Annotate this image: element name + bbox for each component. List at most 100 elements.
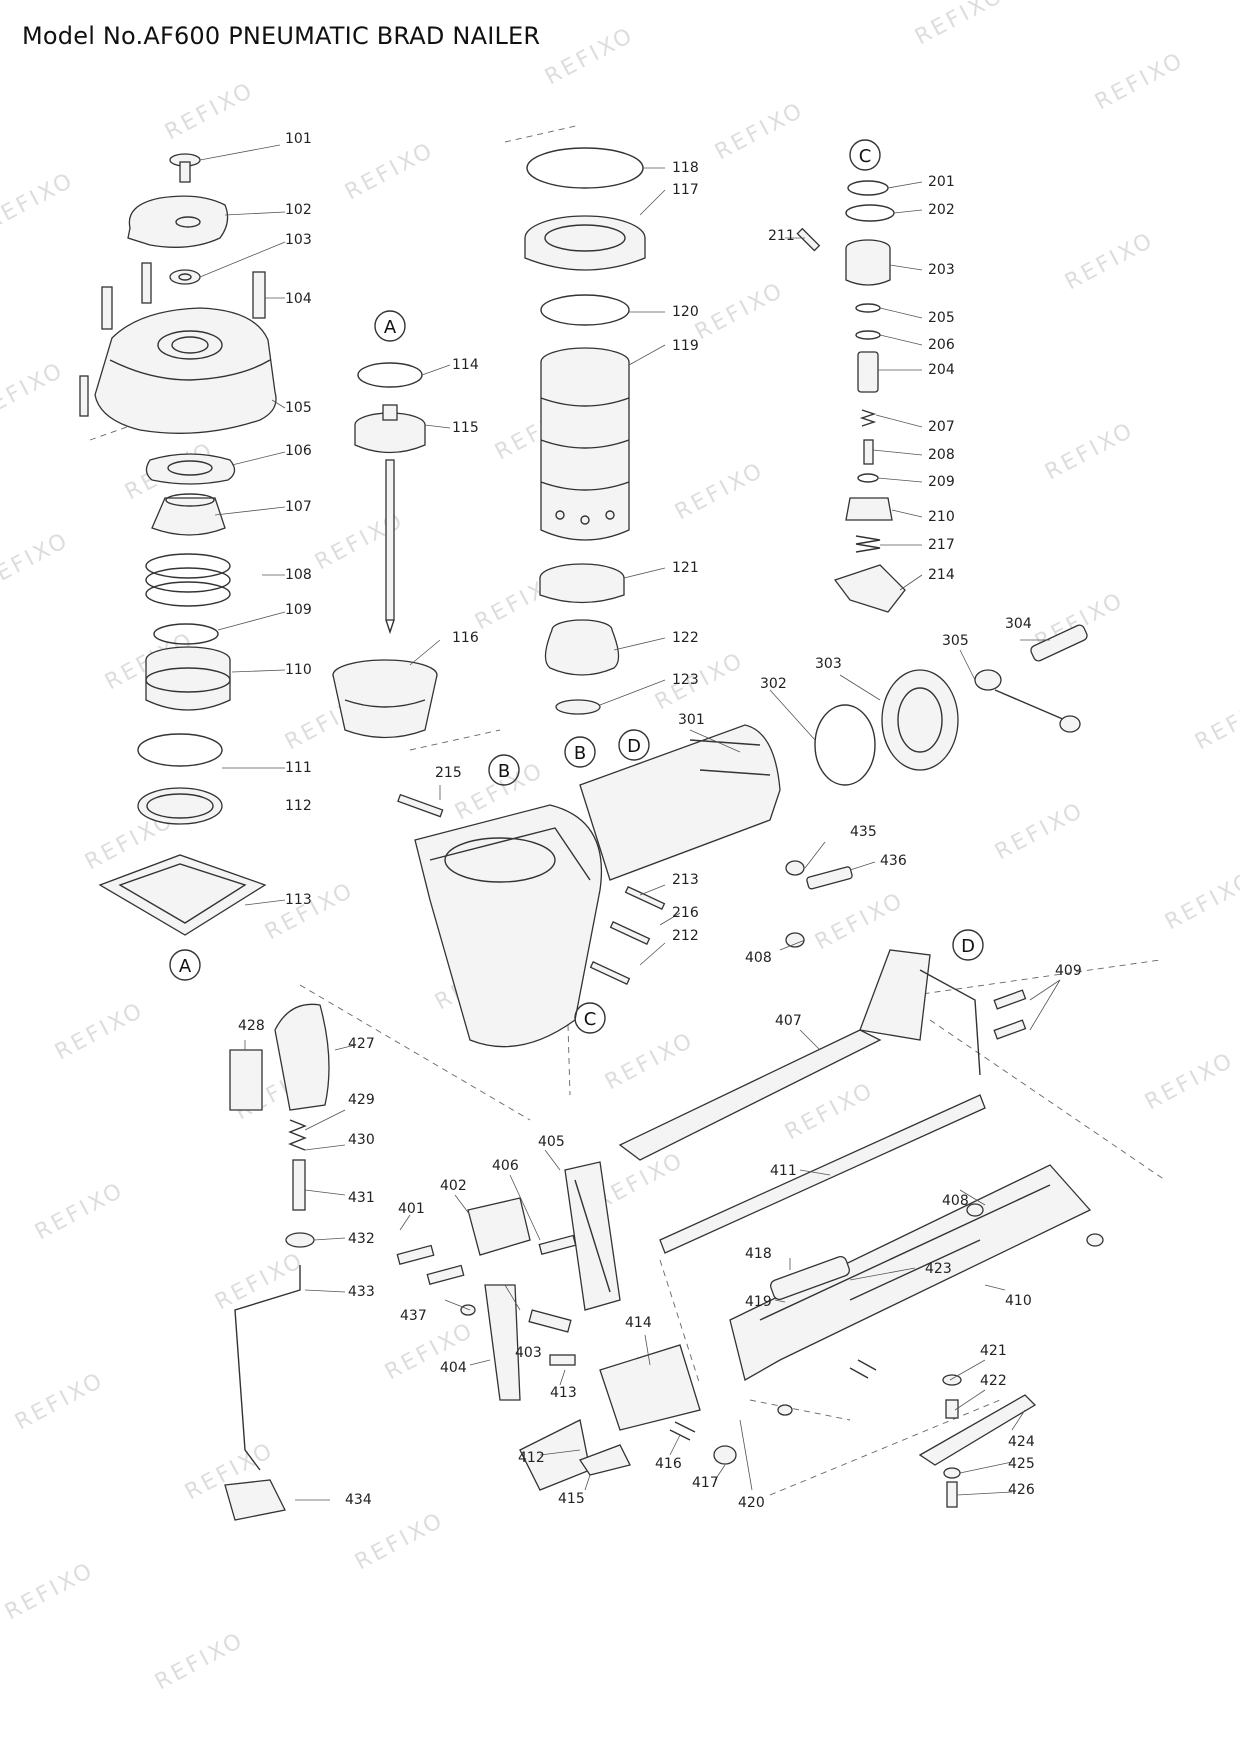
callout-417: 417 [692,1475,719,1491]
callout-109: 109 [285,602,312,618]
callout-434: 434 [345,1492,372,1508]
callout-422: 422 [980,1373,1007,1389]
callout-435: 435 [850,824,877,840]
callout-423: 423 [925,1261,952,1277]
callout-409: 409 [1055,963,1082,979]
section-label-b-housing: B [498,761,510,782]
callout-213: 213 [672,872,699,888]
callout-415: 415 [558,1491,585,1507]
callout-411: 411 [770,1163,797,1179]
callout-108: 108 [285,567,312,583]
watermark: REFIXO [0,358,69,426]
callout-302: 302 [760,676,787,692]
callout-117: 117 [672,182,699,198]
watermark: REFIXO [261,878,359,946]
callout-305: 305 [942,633,969,649]
section-label-c-valve: C [859,146,872,167]
section-label-c-housing: C [584,1009,597,1030]
watermark: REFIXO [911,0,1009,50]
callout-408-bottom: 408 [942,1193,969,1209]
callout-412: 412 [518,1450,545,1466]
watermark: REFIXO [671,458,769,526]
page-title: Model No.AF600 PNEUMATIC BRAD NAILER [22,22,541,50]
watermark: REFIXO [11,1368,109,1436]
callout-403: 403 [515,1345,542,1361]
callout-111: 111 [285,760,312,776]
section-label-d-handle: D [627,736,641,757]
callout-215: 215 [435,765,462,781]
piston-driver-assembly [332,362,438,739]
section-label-b-cylinder: B [574,743,586,764]
watermark: REFIXO [0,168,79,236]
callout-406: 406 [492,1158,519,1174]
cylinder-assembly [524,147,646,715]
callout-211: 211 [768,228,795,244]
callout-116: 116 [452,630,479,646]
callout-106: 106 [285,443,312,459]
callout-121: 121 [672,560,699,576]
callout-418: 418 [745,1246,772,1262]
callout-115: 115 [452,420,479,436]
callout-208: 208 [928,447,955,463]
trigger-valve-assembly [796,180,906,613]
callout-420: 420 [738,1495,765,1511]
callout-401: 401 [398,1201,425,1217]
section-label-a-top: A [384,317,397,338]
callout-427: 427 [348,1036,375,1052]
watermark: REFIXO [991,798,1089,866]
callout-107: 107 [285,499,312,515]
callout-114: 114 [452,357,479,373]
section-labels: A A B B C C D D [169,139,984,1034]
callout-205: 205 [928,310,955,326]
watermark: REFIXO [1,1558,99,1626]
watermark: REFIXO [781,1078,879,1146]
main-housing [397,793,853,1048]
watermark: REFIXO [161,78,259,146]
callout-217: 217 [928,537,955,553]
watermark: REFIXO [811,888,909,956]
watermark: REFIXO [1191,688,1240,756]
watermark: REFIXO [341,138,439,206]
callout-102: 102 [285,202,312,218]
callout-214: 214 [928,567,955,583]
watermark: REFIXO [691,278,789,346]
watermark: REFIXO [211,1248,309,1316]
handle-air-inlet [579,624,1088,881]
callout-424: 424 [1008,1434,1035,1450]
callout-204: 204 [928,362,955,378]
callout-425: 425 [1008,1456,1035,1472]
assembly-guide-lines [89,124,1166,1496]
callout-105: 105 [285,400,312,416]
callout-426: 426 [1008,1482,1035,1498]
callout-413: 413 [550,1385,577,1401]
magazine-assembly [618,932,1104,1508]
watermark: REFIXO [651,648,749,716]
watermark: REFIXO [31,1178,129,1246]
callout-209: 209 [928,474,955,490]
callout-123: 123 [672,672,699,688]
callout-207: 207 [928,419,955,435]
watermark: REFIXO [1141,1048,1239,1116]
watermark: REFIXO [351,1508,449,1576]
watermark: REFIXO [51,998,149,1066]
watermark: REFIXO [1061,228,1159,296]
watermark: REFIXO [151,1628,249,1696]
cylinder-cap-assembly [79,153,277,936]
callout-433: 433 [348,1284,375,1300]
callout-303: 303 [815,656,842,672]
section-label-d-magazine: D [961,936,975,957]
callout-206: 206 [928,337,955,353]
callout-437: 437 [400,1308,427,1324]
callout-112: 112 [285,798,312,814]
callout-110: 110 [285,662,312,678]
callout-210: 210 [928,509,955,525]
callout-120: 120 [672,304,699,320]
watermark: REFIXO [0,528,74,596]
callout-404: 404 [440,1360,467,1376]
callout-101: 101 [285,131,312,147]
callout-201: 201 [928,174,955,190]
callout-119: 119 [672,338,699,354]
watermark: REFIXO [1091,48,1189,116]
callout-301: 301 [678,712,705,728]
